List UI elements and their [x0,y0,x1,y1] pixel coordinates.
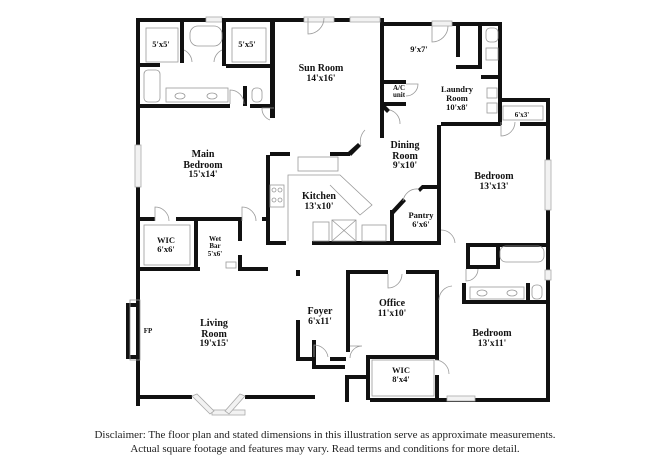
room-dimensions: 11'x10' [377,308,407,319]
fridge-icon [331,219,357,242]
room-dimensions: 9'x7' [410,44,428,54]
room-label-dining: Dining Room 9'x10' [385,140,425,172]
room-label-laundry: Laundry Room 10'x8' [432,85,482,112]
bathtub-icon [189,25,223,47]
room-label-wic-main: WIC 6'x6' [157,236,175,254]
washer-icon [486,87,498,99]
room-label-main-bedroom: Main Bedroom 15'x14' [173,149,233,181]
windows [134,16,552,416]
room-name: Laundry Room [440,84,474,103]
room-name: Living Room [200,318,228,340]
shower-icon [143,69,161,103]
room-label-office: Office 11'x10' [377,298,407,319]
toilet-icon [531,284,543,300]
room-name: Main Bedroom [183,149,223,171]
sink-icon [485,47,499,61]
room-name: Bedroom [472,328,512,339]
vanity-icon [165,87,229,103]
room-label-bedroom-1: Bedroom 13'x13' [474,171,514,192]
closet-outline [145,27,179,63]
doors [154,17,516,375]
room-dimensions: 5'x5' [238,39,256,49]
fixtures [129,25,545,397]
room-label-closet-right: 5'x5' [238,40,255,49]
room-label-closet-left: 5'x5' [152,40,169,49]
room-dimensions: 6'x3' [514,111,530,119]
dryer-icon [486,102,498,114]
disclaimer: Disclaimer: The floor plan and stated di… [0,428,650,456]
room-label-sun-room: Sun Room 14'x16' [298,63,344,84]
disclaimer-line-1: Disclaimer: The floor plan and stated di… [94,429,556,441]
toilet-icon [485,27,499,43]
room-name: A/C unit [392,84,406,100]
room-label-fireplace: FP [143,327,153,335]
room-label-closet-6x3: 6'x3' [514,111,530,119]
room-name: Foyer [307,306,333,317]
room-name: Bedroom [474,171,514,182]
bathtub-icon [499,245,545,263]
room-name: FP [143,327,153,335]
room-label-ac-unit: A/C unit [388,84,410,100]
room-dimensions: 5'x6' [207,249,223,258]
room-label-wic-office: WIC 8'x4' [392,366,410,384]
room-dimensions: 13'x13' [479,181,509,192]
room-dimensions: 8'x4' [392,373,410,384]
room-name: Office [378,298,406,309]
room-name: WIC [392,365,410,375]
room-dimensions: 13'x11' [477,338,507,349]
room-dimensions: 6'x6' [412,218,430,229]
room-label-wet-bar: Wet Bar 5'x6' [204,235,226,258]
room-label-foyer: Foyer 6'x11' [307,306,333,327]
room-dimensions: 19'x15' [199,339,229,349]
room-name: Wet Bar [208,235,222,251]
room-name: Dining Room [390,140,420,162]
fireplace-icon [129,299,141,361]
stove-icon [269,184,285,208]
sink-icon [297,156,339,172]
room-dimensions: 5'x5' [152,39,170,49]
room-name: Kitchen [302,191,336,202]
room-label-pantry: Pantry 6'x6' [408,211,433,229]
interior-walls [140,18,550,402]
room-dimensions: 14'x16' [306,73,336,84]
room-label-storage: 9'x7' [410,45,427,54]
room-label-kitchen: Kitchen 13'x10' [302,191,336,212]
room-name: Pantry [408,210,434,220]
room-name: WIC [157,235,175,245]
vanity-icon [469,286,525,300]
room-name: Sun Room [298,63,344,74]
bar-sink-icon [225,261,237,269]
room-label-living: Living Room 19'x15' [189,318,239,350]
room-label-bedroom-2: Bedroom 13'x11' [472,328,512,349]
closet-outline [231,27,267,63]
room-dimensions: 15'x14' [188,170,218,180]
toilet-icon [251,87,263,103]
room-dimensions: 6'x11' [308,316,332,327]
room-dimensions: 6'x6' [157,243,175,254]
disclaimer-line-2: Actual square footage and features may v… [130,443,520,455]
room-dimensions: 10'x8' [446,101,468,112]
room-dimensions: 9'x10' [392,161,418,171]
room-dimensions: 13'x10' [304,201,334,212]
